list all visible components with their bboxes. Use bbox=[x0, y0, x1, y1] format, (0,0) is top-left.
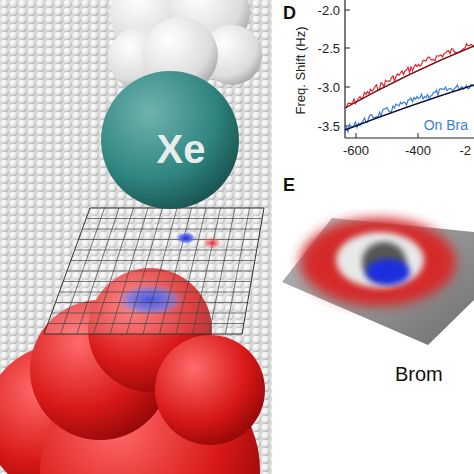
atom-symbol: Xe bbox=[157, 127, 206, 172]
frequency-shift-chart bbox=[345, 0, 474, 138]
panel-letter: E bbox=[283, 176, 295, 194]
xenon-atom: Xe bbox=[100, 70, 240, 210]
tick-label: -2.5 bbox=[318, 42, 340, 55]
series-label: On Bra bbox=[422, 117, 470, 133]
element-name: Brom bbox=[395, 364, 443, 384]
tick-label: -600 bbox=[343, 144, 369, 157]
scan-grid bbox=[44, 208, 264, 334]
tick-label: -400 bbox=[405, 144, 431, 157]
grid-spots bbox=[176, 232, 222, 249]
tick-label: -3.0 bbox=[318, 81, 340, 94]
panel-letter: D bbox=[283, 4, 296, 22]
tick-label: -2 bbox=[459, 144, 471, 157]
axis-title: Freq. Shift (Hz) bbox=[294, 26, 307, 114]
tick-label: -3.5 bbox=[318, 120, 340, 133]
tick-label: -2.0 bbox=[318, 4, 340, 17]
atomic-surface bbox=[0, 0, 272, 474]
bromine-image-surface bbox=[282, 218, 474, 345]
